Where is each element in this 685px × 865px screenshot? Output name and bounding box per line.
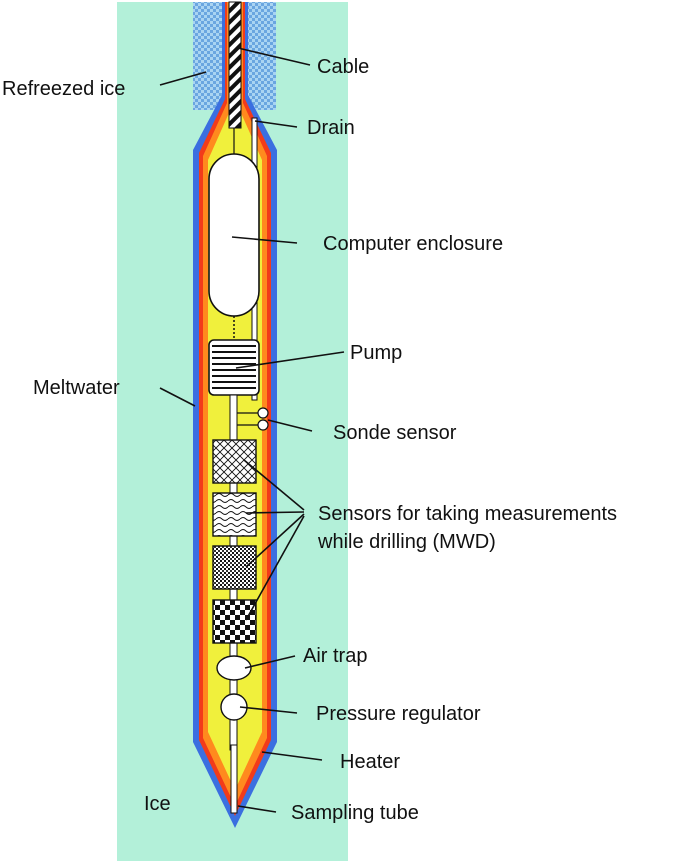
label-mwd-line2: while drilling (MWD) (317, 531, 496, 553)
leader-sampling-tube (237, 805, 277, 813)
label-air-trap: Air trap (303, 645, 367, 667)
label-refreezed-ice: Refreezed ice (2, 78, 125, 100)
leader-mwd-2 (245, 511, 305, 514)
leader-cable (237, 47, 311, 66)
leader-mwd-4 (245, 515, 305, 621)
sonde-sensor (237, 407, 269, 431)
leader-meltwater (159, 387, 196, 407)
mwd-sensor-4 (212, 599, 257, 644)
label-pump: Pump (350, 342, 402, 364)
label-pressure-regulator: Pressure regulator (316, 703, 481, 725)
label-sonde-sensor: Sonde sensor (333, 422, 457, 444)
leader-pressure-regulator (239, 706, 298, 714)
leader-pump (235, 351, 345, 369)
cable (228, 1, 242, 129)
mwd-sensor-3 (212, 545, 257, 590)
computer-enclosure (208, 153, 260, 317)
label-cable: Cable (317, 56, 369, 78)
leader-refreezed-ice (159, 71, 207, 86)
label-drain: Drain (307, 117, 355, 139)
label-mwd-line1: Sensors for taking measurements (318, 503, 617, 525)
leader-heater (261, 751, 323, 761)
leader-drain (254, 120, 298, 128)
label-ice: Ice (144, 793, 171, 815)
sampling-tube (230, 744, 238, 814)
mwd-sensor-1 (212, 439, 257, 484)
leader-computer-enclosure (231, 236, 298, 244)
air-trap (216, 655, 252, 681)
leader-mwd-1 (243, 459, 305, 511)
label-computer-enclosure: Computer enclosure (323, 233, 503, 255)
leader-sonde-sensor (267, 419, 313, 432)
label-sampling-tube: Sampling tube (291, 802, 419, 824)
label-meltwater: Meltwater (33, 377, 120, 399)
leader-air-trap (244, 655, 296, 669)
leader-mwd-3 (245, 513, 305, 568)
mwd-sensor-2 (212, 492, 257, 537)
label-heater: Heater (340, 751, 400, 773)
pump (208, 339, 260, 396)
